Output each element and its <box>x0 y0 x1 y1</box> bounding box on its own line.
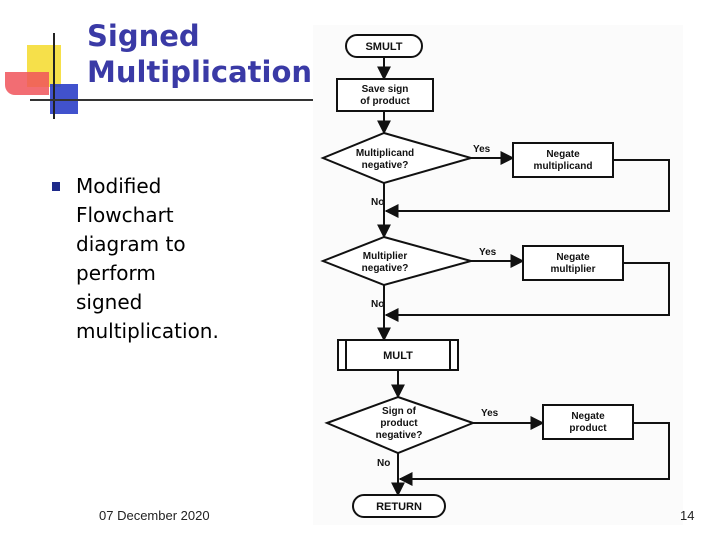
save-sign-line1: Save sign <box>362 84 409 95</box>
negate-product-line1: Negate <box>571 411 605 422</box>
decor-red-square <box>5 72 49 95</box>
decision-product-line1: Sign of <box>382 406 417 417</box>
arrow-return-2 <box>384 262 670 322</box>
no-label-2: No <box>371 299 384 310</box>
decision-multiplicand-line2: negative? <box>362 160 409 171</box>
footer-date: 07 December 2020 <box>99 508 210 523</box>
decor-vertical-line <box>53 33 55 119</box>
yes-label-3: Yes <box>481 408 499 419</box>
decision-multiplier-line2: negative? <box>362 263 409 274</box>
title-underline <box>30 99 318 101</box>
save-sign-box <box>336 78 434 112</box>
decision-product-line2: product <box>380 418 418 429</box>
bullet-square-icon <box>52 182 60 191</box>
decision-product-line3: negative? <box>376 430 423 441</box>
no-label-3: No <box>377 458 390 469</box>
arrow-return-3 <box>398 422 670 486</box>
negate-product-box <box>542 404 634 440</box>
negate-multiplicand-line2: multiplicand <box>534 161 593 172</box>
decision-multiplicand-line1: Multiplicand <box>356 148 414 159</box>
return-terminator <box>352 494 446 518</box>
negate-product-line2: product <box>569 423 607 434</box>
start-label: SMULT <box>365 41 402 53</box>
slide-title: Signed Multiplication <box>87 19 313 89</box>
negate-multiplier-line2: multiplier <box>550 264 595 275</box>
save-sign-line2: of product <box>360 96 410 107</box>
negate-multiplier-line1: Negate <box>556 252 590 263</box>
no-label-1: No <box>371 197 384 208</box>
mult-label: MULT <box>383 350 413 362</box>
bullet-text: Modified Flowchart diagram to perform si… <box>76 174 219 343</box>
flowchart: SMULT Save sign of product Multiplicand … <box>313 25 683 525</box>
return-label: RETURN <box>376 501 422 513</box>
negate-multiplicand-line1: Negate <box>546 149 580 160</box>
arrow-return-1 <box>384 159 670 218</box>
negate-multiplier-box <box>522 245 624 281</box>
page-number: 14 <box>680 508 695 523</box>
yes-label-1: Yes <box>473 144 491 155</box>
yes-label-2: Yes <box>479 247 497 258</box>
decision-multiplier-line1: Multiplier <box>363 251 408 262</box>
mult-process-box <box>337 339 459 371</box>
